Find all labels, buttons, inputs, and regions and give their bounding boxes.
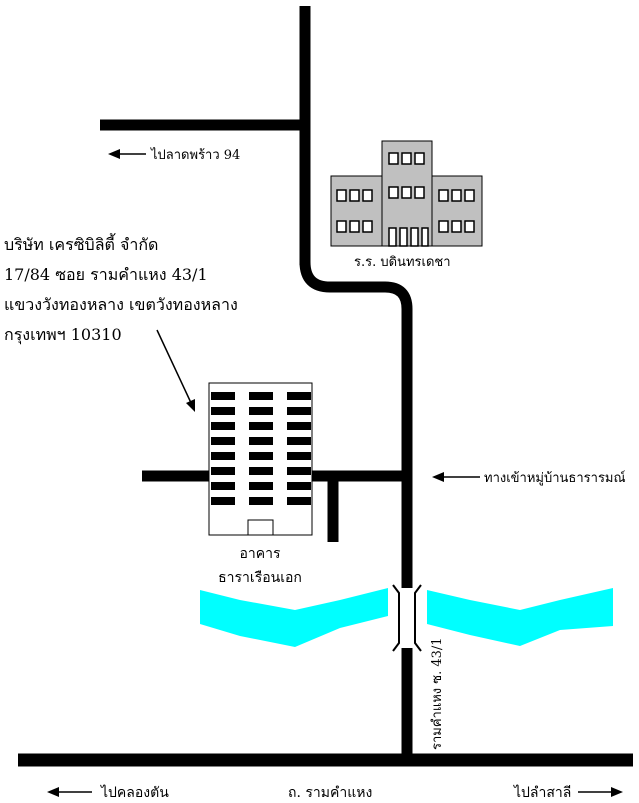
address-line-3: กรุงเทพฯ 10310 [4,325,122,345]
window-bar [211,422,235,430]
window-bar [249,452,273,460]
school-left-wing [330,175,383,247]
school-windows [336,152,475,247]
building-entrance [247,519,274,536]
to-lam-sali-label: ไปลำสาลี [513,784,571,801]
school-building [330,140,483,247]
window-bar [249,437,273,445]
village-entrance-label: ทางเข้าหมู่บ้านธารารมณ์ [484,470,626,486]
school-label: ร.ร. บดินทรเดชา [354,255,451,270]
arrow-to-khlong-ton [47,787,92,797]
window-bar [211,497,235,505]
building-window-bars [211,392,311,505]
window-bar [287,407,311,415]
bridge [392,584,422,652]
to-khlong-ton-label: ไปคลองตัน [100,784,169,801]
window-bar [211,392,235,400]
company-name: บริษัท เครซิบิลิตี้ จำกัด [4,233,158,254]
window-bar [211,437,235,445]
main-road-label: ถ. รามคำแหง [288,785,372,801]
window-bar [287,392,311,400]
address-line-1: 17/84 ซอย รามคำแหง 43/1 [4,265,208,284]
to-ladprao-label: ไปลาดพร้าว 94 [150,147,240,163]
arrow-to-company-building [156,329,195,412]
window-bar [287,452,311,460]
window-bar [287,497,311,505]
address-line-2: แขวงวังทองหลาง เขตวังทองหลาง [4,295,238,314]
window-bar [211,452,235,460]
window-bar [211,482,235,490]
canal-right [427,588,613,646]
window-bar [249,467,273,475]
building-label-line-2: ธาราเรือนเอก [218,570,302,586]
window-bar [249,482,273,490]
window-bar [211,407,235,415]
window-bar [287,467,311,475]
bridge-deck [399,588,417,648]
window-bar [249,407,273,415]
roads [18,6,633,767]
arrow-to-village-entrance [432,472,480,482]
arrow-to-ladprao [108,149,146,159]
canal-left [200,588,388,647]
canal [200,588,613,647]
building-label-line-1: อาคาร [239,546,280,562]
bridge-rail-right [414,584,422,652]
arrows [47,149,623,797]
window-bar [211,467,235,475]
curved-road [299,261,413,595]
school-right-wing [431,175,483,247]
window-bar [249,422,273,430]
soi-label: รามคำแหง ซ. 43/1 [430,637,445,750]
arrow-to-lam-sali [578,787,623,797]
bridge-rail-left [392,584,400,652]
window-bar [249,392,273,400]
window-bar [287,422,311,430]
tara-ruean-ek-building [208,382,313,536]
window-bar [249,497,273,505]
window-bar [287,482,311,490]
window-bar [287,437,311,445]
